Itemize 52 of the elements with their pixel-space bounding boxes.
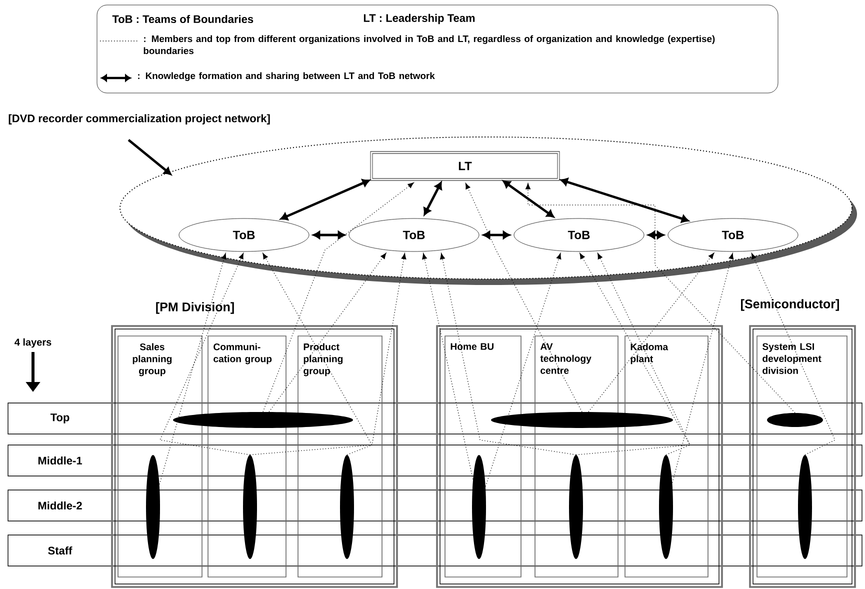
member-ellipse (243, 455, 257, 559)
arrow (422, 253, 474, 480)
arrow (485, 253, 562, 487)
arrow (440, 253, 576, 456)
arrow (262, 182, 414, 412)
layer-label: Staff (8, 534, 112, 566)
arrow (597, 253, 690, 456)
division-box (436, 325, 723, 588)
arrow (268, 252, 386, 412)
group-column: Product planning group (298, 336, 382, 578)
arrow (465, 183, 582, 412)
group-column: Sales planning group (118, 336, 202, 578)
arrow (560, 178, 689, 223)
member-ellipse (340, 455, 354, 559)
team-box: LT (370, 151, 560, 181)
arrow (424, 182, 442, 216)
layer-caption: 4 layers (14, 338, 52, 348)
arrow (751, 253, 836, 456)
node-label: [PM Division] (156, 302, 234, 314)
group-column: System LSI development division (756, 336, 848, 578)
member-ellipse (146, 455, 160, 559)
arrow (576, 252, 691, 456)
layer-label: Middle-1 (8, 444, 112, 476)
arrow (160, 253, 250, 456)
member-ellipse (659, 455, 673, 559)
member-ellipse (472, 455, 486, 559)
group-column: Kadoma plant (624, 336, 708, 578)
legend-text: : Members and top from different organizations involved in ToB and LT, regardless of organization and knowledge (expertise) boundaries (144, 35, 715, 54)
arrow (280, 179, 370, 220)
arrow (648, 231, 664, 239)
layer-label: Top (8, 402, 112, 434)
arrow (588, 252, 714, 412)
member-ellipse (569, 455, 583, 559)
arrow (159, 253, 226, 485)
group-column: Communi- cation group (208, 336, 286, 578)
arrow (672, 253, 734, 484)
layer-label: Middle-2 (8, 490, 112, 522)
arrow (128, 138, 172, 175)
group-column: Home BU (444, 336, 522, 578)
arrow (482, 231, 510, 239)
member-ellipse (798, 455, 812, 559)
legend-heading: LT : Leadership Team (364, 14, 475, 24)
legend-heading: ToB : Teams of Boundaries (112, 14, 254, 24)
group-column: AV technology centre (534, 336, 618, 578)
node-label: [Semiconductor] (741, 299, 839, 311)
arrow (502, 180, 554, 218)
arrow (250, 253, 406, 456)
arrow (526, 183, 796, 414)
diagram-title: [DVD recorder commercialization project network] (8, 114, 270, 124)
arrow (262, 252, 372, 456)
arrow (312, 231, 346, 239)
legend-text: : Knowledge formation and sharing between LT and ToB network (138, 72, 435, 81)
